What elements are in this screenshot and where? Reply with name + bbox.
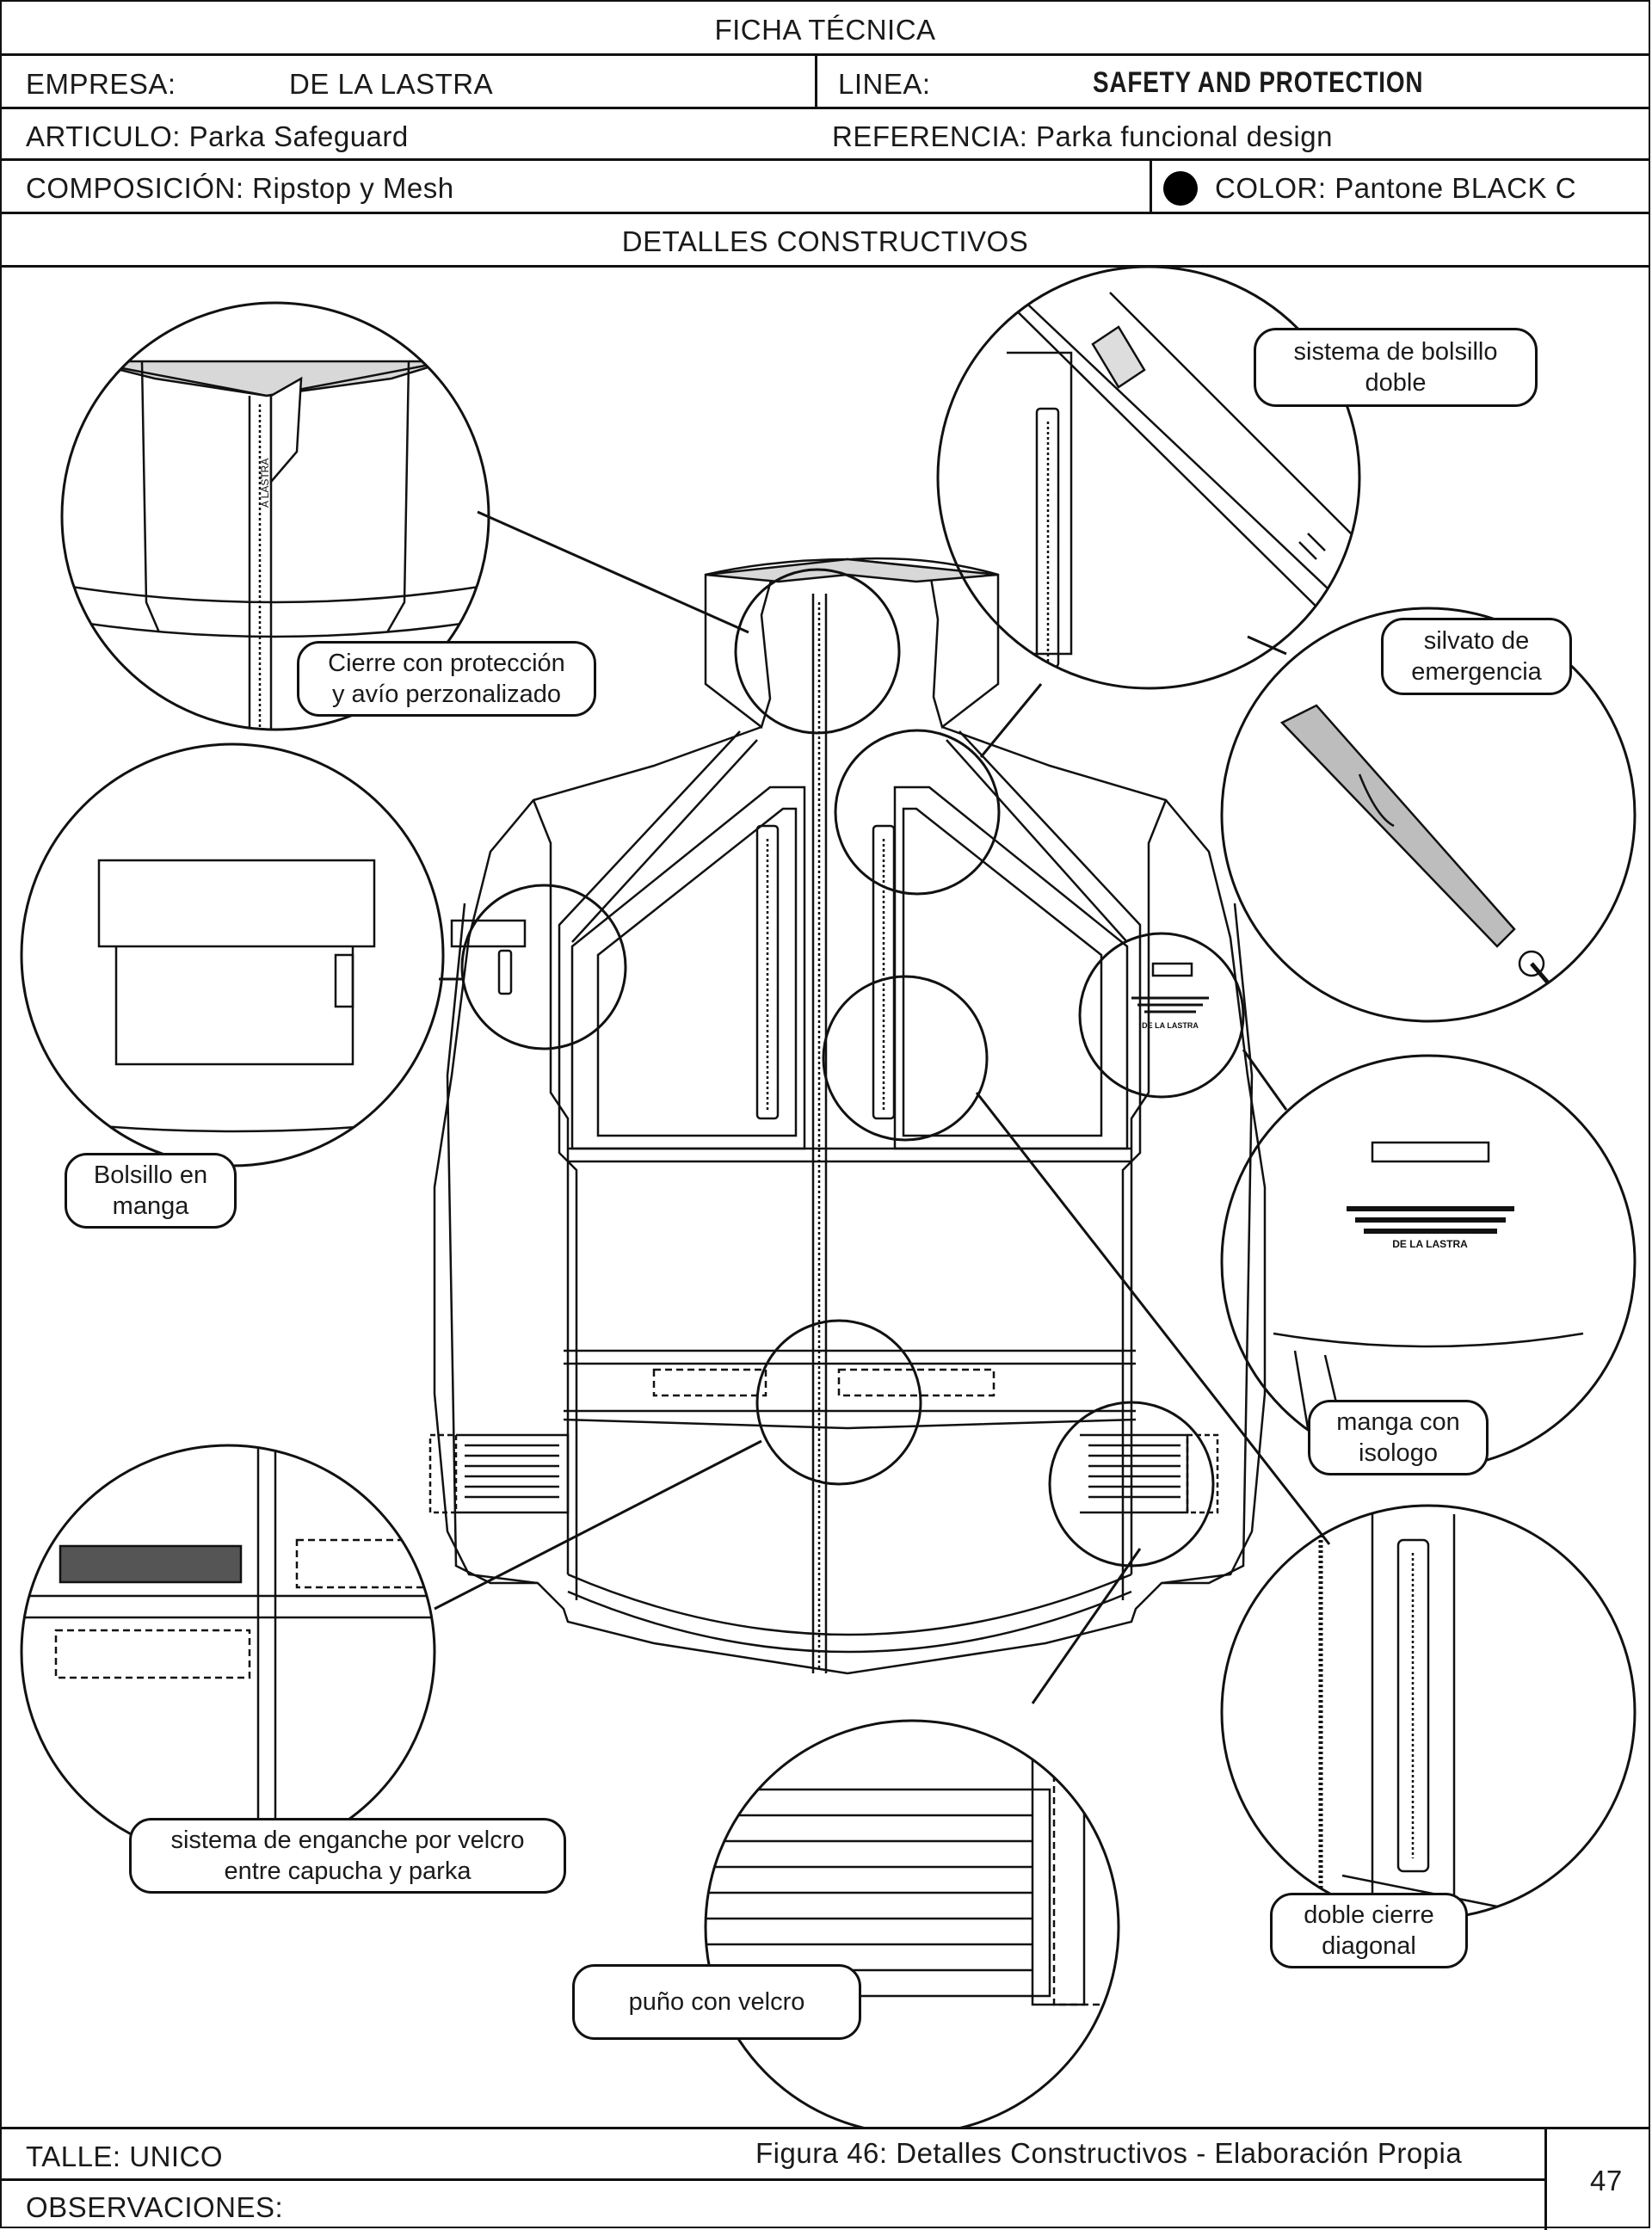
callout-text: doble	[1365, 369, 1427, 397]
referencia-text: REFERENCIA: Parka funcional design	[832, 120, 1333, 152]
callout-cuff-velcro: puño con velcro	[572, 1964, 861, 2040]
row-divider	[815, 56, 817, 107]
color-text: COLOR: Pantone BLACK C	[1215, 172, 1577, 204]
callout-whistle: silvato de emergencia	[1381, 618, 1572, 695]
empresa-value: DE LA LASTRA	[289, 68, 494, 100]
callout-text: manga con	[1336, 1408, 1460, 1436]
detail-diagonal-zip	[1220, 1504, 1637, 1920]
composicion-row: COMPOSICIÓN: Ripstop y Mesh COLOR: Panto…	[2, 161, 1649, 214]
sleeve-brand-text: DE LA LASTRA	[1142, 1021, 1199, 1030]
sheet-title: FICHA TÉCNICA	[714, 14, 936, 46]
detail-zipper-hood: A LASTRA	[60, 301, 490, 731]
linea-label: LINEA:	[838, 68, 931, 100]
callout-text: entre capucha y parka	[224, 1857, 472, 1885]
callout-text: Cierre con protección	[328, 650, 565, 677]
zipper-tape-text: A LASTRA	[259, 459, 271, 508]
figure-caption: Figura 46: Detalles Constructivos - Elab…	[755, 2137, 1463, 2169]
articulo-row: ARTICULO: Parka Safeguard REFERENCIA: Pa…	[2, 109, 1649, 161]
callout-text: y avío perzonalizado	[332, 681, 561, 708]
parka-illustration: DE LA LASTRA A LAST	[20, 265, 1637, 2127]
section-row: DETALLES CONSTRUCTIVOS	[2, 214, 1649, 268]
callout-zipper-protection: Cierre con protección y avío perzonaliza…	[297, 641, 596, 717]
callout-double-pocket: sistema de bolsillo doble	[1254, 328, 1538, 407]
callout-text: isologo	[1359, 1439, 1438, 1467]
callout-diagonal-zip: doble cierre diagonal	[1270, 1893, 1468, 1968]
talle-text: TALLE: UNICO	[26, 2141, 224, 2172]
footer-top-rule	[2, 2127, 1649, 2129]
callout-velcro-hood: sistema de enganche por velcro entre cap…	[129, 1818, 566, 1894]
callout-sleeve-pocket: Bolsillo en manga	[65, 1153, 237, 1229]
callout-text: doble cierre	[1304, 1901, 1434, 1929]
section-title: DETALLES CONSTRUCTIVOS	[621, 225, 1029, 257]
observaciones-label: OBSERVACIONES:	[26, 2191, 284, 2223]
detail-double-pocket	[936, 265, 1361, 690]
page-number-divider	[1544, 2129, 1547, 2230]
callout-text: diagonal	[1322, 1932, 1416, 1960]
title-row: FICHA TÉCNICA	[2, 2, 1649, 56]
footer-mid-rule	[2, 2178, 1546, 2181]
page-number: 47	[1590, 2165, 1623, 2196]
isologo-text: DE LA LASTRA	[1392, 1238, 1468, 1250]
callout-text: puño con velcro	[628, 1988, 805, 2016]
color-swatch	[1163, 171, 1198, 206]
callout-text: sistema de bolsillo	[1293, 338, 1498, 366]
detail-sleeve-pocket	[20, 742, 445, 1167]
callout-text: sistema de enganche por velcro	[170, 1827, 525, 1854]
detail-cuff-velcro	[704, 1719, 1120, 2127]
linea-value: SAFETY AND PROTECTION	[1093, 66, 1424, 99]
detail-whistle	[1220, 607, 1637, 1023]
callout-sleeve-isologo: manga con isologo	[1308, 1400, 1489, 1475]
articulo-text: ARTICULO: Parka Safeguard	[26, 120, 409, 152]
callout-text: manga	[112, 1192, 189, 1220]
callout-text: Bolsillo en	[93, 1161, 208, 1189]
composicion-text: COMPOSICIÓN: Ripstop y Mesh	[26, 172, 454, 204]
row-divider	[1150, 161, 1152, 212]
leader-lines	[434, 510, 1331, 1704]
detail-markers	[460, 568, 1245, 1568]
empresa-row: EMPRESA: DE LA LASTRA LINEA: SAFETY AND …	[2, 56, 1649, 109]
callout-text: silvato de	[1423, 627, 1530, 655]
detail-velcro-hood	[20, 1444, 436, 1860]
empresa-label: EMPRESA:	[26, 68, 176, 100]
callout-text: emergencia	[1411, 658, 1542, 686]
